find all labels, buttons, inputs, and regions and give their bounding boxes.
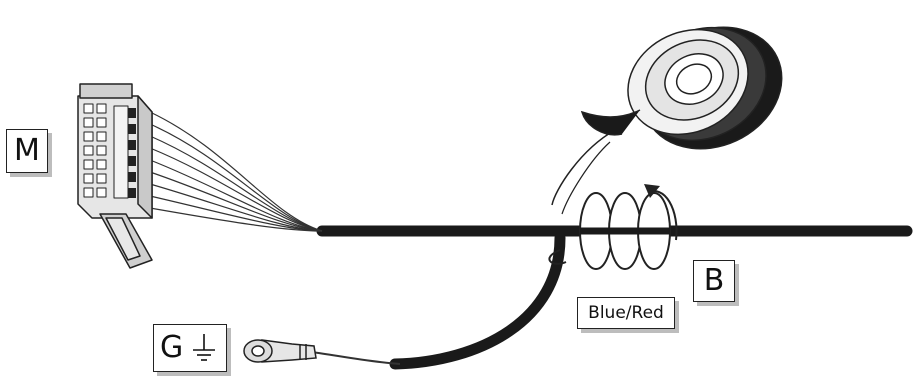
tape-start-hook: [548, 249, 567, 265]
multi-pin-connector: [77, 83, 153, 269]
ring-terminal: [243, 339, 317, 363]
ground-callout: G: [153, 324, 227, 372]
connector-callout: M: [6, 129, 48, 173]
tape-callout: B: [693, 260, 735, 302]
wire-color-label: Blue/Red: [577, 297, 675, 329]
ground-symbol-icon: [193, 334, 216, 361]
ground-branch-wire: [389, 232, 566, 370]
ground-callout-label: G: [160, 330, 184, 365]
connector-wires: [149, 111, 323, 232]
electrical-tape-roll: [580, 26, 783, 150]
ground-lead-wire: [311, 351, 401, 365]
tape-strip-edge: [561, 141, 611, 215]
circular-arrow-icon: [644, 184, 660, 198]
tape-strip: [551, 129, 616, 206]
